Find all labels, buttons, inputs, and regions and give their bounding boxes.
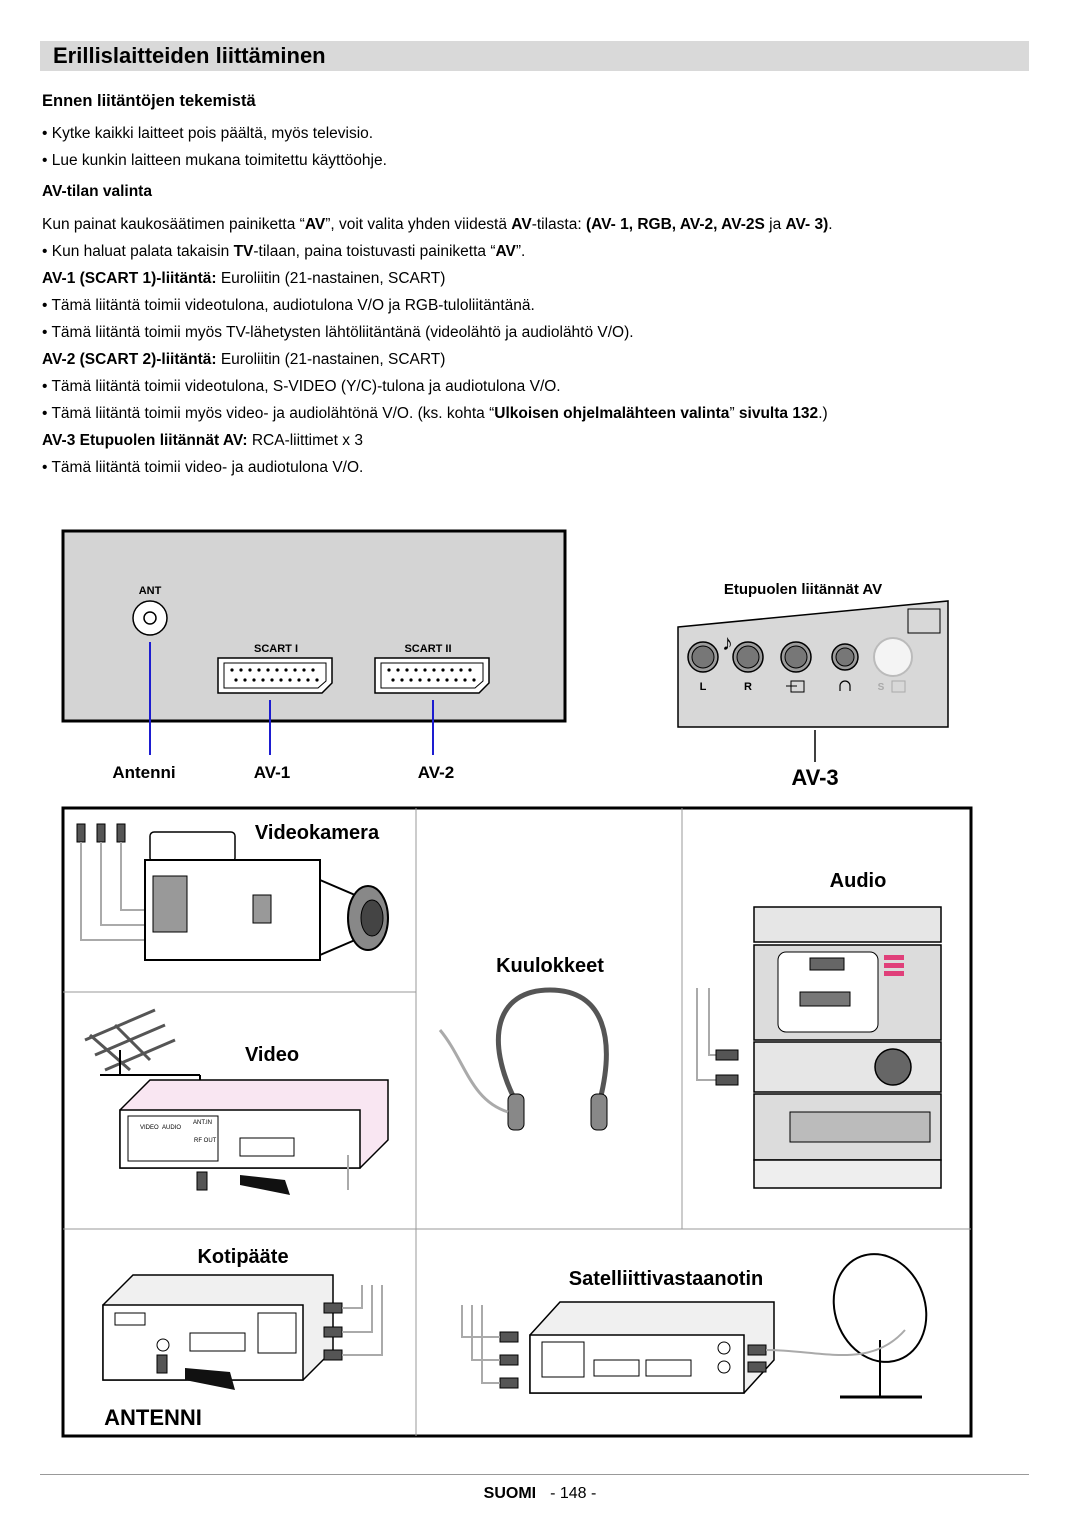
device-label-kotipaate: Kotipääte bbox=[197, 1246, 288, 1268]
av-intro-text: ja bbox=[764, 216, 786, 233]
cross-reference-link[interactable]: Ulkoisen ohjelmalähteen valinta bbox=[494, 405, 730, 422]
av2-line: AV-2 (SCART 2)-liitäntä: Euroliitin (21-… bbox=[42, 351, 445, 369]
av1-label: AV-1 (SCART 1)-liitäntä: bbox=[42, 270, 217, 287]
section-heading: Ennen liitäntöjen tekemistä bbox=[42, 92, 256, 110]
headphone-icon bbox=[839, 680, 851, 691]
page-footer: SUOMI - 148 - bbox=[0, 1485, 1080, 1503]
av2-label: AV-2 (SCART 2)-liitäntä: bbox=[42, 351, 217, 368]
vcr-ant-in-label: ANT.IN bbox=[193, 1120, 212, 1126]
rca-jack-l bbox=[687, 641, 719, 673]
device-label-antenni: ANTENNI bbox=[104, 1405, 202, 1430]
front-panel-heading: Etupuolen liitännät AV bbox=[724, 581, 882, 598]
music-note-icon: ♪ bbox=[722, 630, 733, 655]
av2-bullet-1: • Tämä liitäntä toimii videotulona, S-VI… bbox=[42, 378, 561, 395]
ant-label: ANT bbox=[139, 585, 162, 597]
scart1-label: SCART I bbox=[254, 643, 298, 655]
av3-label: AV-3 Etupuolen liitännät AV: bbox=[42, 432, 248, 449]
vcr-rf-out-label: RF OUT bbox=[194, 1138, 217, 1144]
av-intro-text: ”, voit valita yhden viidestä bbox=[325, 216, 512, 233]
av2-bullet-2: • Tämä liitäntä toimii myös video- ja au… bbox=[42, 405, 828, 423]
jack-l-label: L bbox=[700, 681, 707, 693]
rca-jack-video bbox=[780, 641, 812, 673]
return-to-tv-line: • Kun haluat palata takaisin TV-tilaan, … bbox=[42, 243, 525, 261]
av2-bullet-text: .) bbox=[818, 405, 828, 422]
jack-r-label: R bbox=[744, 681, 752, 693]
vcr-video-label: VIDEO bbox=[140, 1125, 159, 1131]
av-button-name: AV bbox=[304, 216, 326, 233]
device-label-videokamera: Videokamera bbox=[255, 822, 380, 844]
video-input-icon bbox=[786, 680, 805, 693]
av-mode-word: AV bbox=[511, 216, 532, 233]
scart2-label: SCART II bbox=[404, 643, 451, 655]
av2-connection-label: AV-2 bbox=[418, 763, 455, 782]
av-button-name: AV bbox=[495, 243, 516, 260]
av2-bullet-text: • Tämä liitäntä toimii myös video- ja au… bbox=[42, 405, 495, 422]
av3-line: AV-3 Etupuolen liitännät AV: RCA-liittim… bbox=[42, 432, 363, 450]
intro-bullet-1: • Kytke kaikki laitteet pois päältä, myö… bbox=[42, 125, 374, 142]
av-intro-text: Kun painat kaukosäätimen painiketta “ bbox=[42, 216, 305, 233]
home-terminal-illustration: Kotipääte ANTENNI bbox=[102, 1246, 383, 1430]
device-label-kuulokkeet: Kuulokkeet bbox=[496, 955, 604, 977]
av3-bullet: • Tämä liitäntä toimii video- ja audiotu… bbox=[42, 459, 364, 476]
svideo-jack bbox=[873, 637, 913, 677]
av-intro-text: -tilasta: bbox=[531, 216, 586, 233]
device-label-audio: Audio bbox=[830, 870, 887, 892]
av1-bullet-1: • Tämä liitäntä toimii videotulona, audi… bbox=[42, 297, 535, 314]
headphone-jack bbox=[831, 643, 859, 671]
device-label-satelliitti: Satelliittivastaanotin bbox=[569, 1268, 764, 1290]
camcorder-illustration: Videokamera bbox=[76, 822, 389, 961]
scart1-socket bbox=[217, 657, 333, 694]
av2-bullet-text: ” bbox=[729, 405, 739, 422]
rca-jack-r bbox=[732, 641, 764, 673]
av1-connection-label: AV-1 bbox=[254, 763, 291, 782]
av1-line: AV-1 (SCART 1)-liitäntä: Euroliitin (21-… bbox=[42, 270, 445, 288]
footer-rule bbox=[40, 1474, 1029, 1475]
page-reference: sivulta 132 bbox=[738, 405, 819, 422]
audio-stack-illustration: Audio bbox=[696, 870, 942, 1189]
front-panel: Etupuolen liitännät AV ♪ L R bbox=[677, 581, 949, 790]
vcr-illustration: Video VIDEO AUDIO ANT.IN RF OUT bbox=[84, 1008, 389, 1195]
scart2-socket bbox=[374, 657, 490, 694]
footer-page-number: - 148 - bbox=[550, 1485, 597, 1502]
av1-bullet-2: • Tämä liitäntä toimii myös TV-lähetyste… bbox=[42, 324, 634, 341]
av2-desc: Euroliitin (21-nastainen, SCART) bbox=[216, 351, 446, 368]
rear-panel: ANT SCART I SCART II Antenni AV-1 AV-2 bbox=[61, 529, 567, 782]
intro-bullet-2: • Lue kunkin laitteen mukana toimitettu … bbox=[42, 152, 387, 169]
av-intro-text: . bbox=[828, 216, 833, 233]
jack-s-label: S bbox=[878, 682, 885, 693]
av1-desc: Euroliitin (21-nastainen, SCART) bbox=[216, 270, 446, 287]
av-mode-list: (AV- 1, RGB, AV-2, AV-2S bbox=[585, 216, 765, 233]
return-text: -tilaan, paina toistuvasti painiketta “ bbox=[253, 243, 496, 260]
device-label-video: Video bbox=[245, 1044, 299, 1066]
tv-word: TV bbox=[233, 243, 254, 260]
return-text: ”. bbox=[515, 243, 526, 260]
return-text: • Kun haluat palata takaisin bbox=[42, 243, 234, 260]
satellite-receiver-illustration: Satelliittivastaanotin bbox=[461, 1253, 928, 1399]
title-bar: Erillislaitteiden liittäminen bbox=[40, 41, 1029, 71]
av3-connection-label: AV-3 bbox=[791, 765, 838, 790]
av-mode-list-end: AV- 3) bbox=[785, 216, 829, 233]
antenni-connection-label: Antenni bbox=[112, 763, 175, 782]
footer-language: SUOMI bbox=[483, 1485, 537, 1502]
headphones-illustration: Kuulokkeet bbox=[438, 955, 609, 1131]
page-title: Erillislaitteiden liittäminen bbox=[53, 43, 326, 68]
av3-desc: RCA-liittimet x 3 bbox=[247, 432, 363, 449]
vcr-audio-label: AUDIO bbox=[162, 1125, 181, 1131]
av-intro-paragraph: Kun painat kaukosäätimen painiketta “AV”… bbox=[42, 216, 833, 234]
av-mode-heading: AV-tilan valinta bbox=[42, 183, 152, 200]
